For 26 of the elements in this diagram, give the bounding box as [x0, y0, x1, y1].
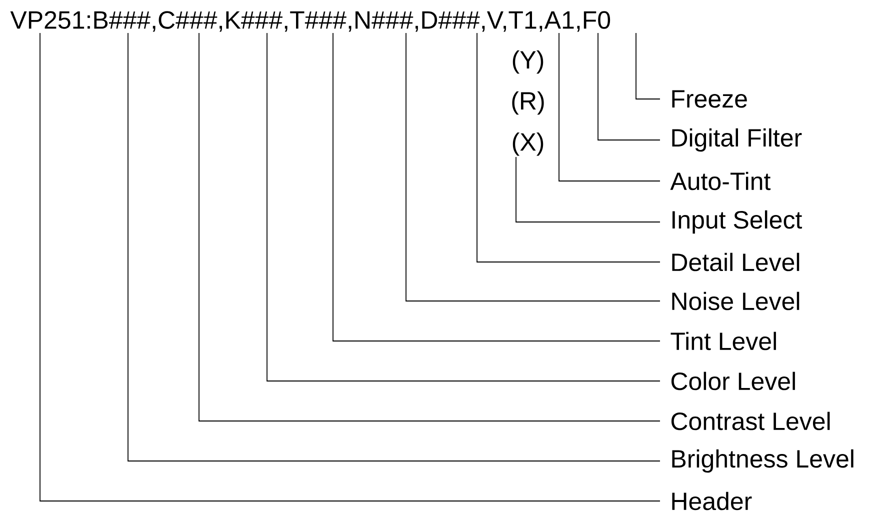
item-label: Brightness Level [672, 449, 854, 473]
leader-line [266, 32, 660, 382]
leader-line [40, 32, 660, 502]
option-letter: (R) [512, 91, 544, 115]
leader-line [128, 32, 660, 462]
item-label: Auto-Tint [670, 172, 770, 190]
item-label: Detail Level [672, 252, 800, 272]
item-label: Tint Level [670, 332, 776, 350]
command-string: VP251:B###,C###,K###,T###,N###,D###,V,T1,A1,F0 [10, 11, 610, 32]
leader-line [558, 32, 660, 182]
leader-line [332, 32, 660, 342]
leader-line [516, 156, 660, 222]
option-letter: (Y) [512, 50, 544, 74]
leader-line [198, 32, 660, 422]
item-label: Color Level [671, 372, 795, 390]
item-label: Header [672, 492, 752, 510]
leader-line [406, 32, 660, 302]
item-label: Input Select [672, 210, 802, 234]
leader-line [598, 32, 660, 140]
leader-line [636, 32, 660, 100]
item-label: Freeze [672, 90, 747, 108]
option-letter: (X) [512, 132, 544, 156]
item-label: Digital Filter [672, 128, 802, 152]
item-label: Contrast Level [671, 412, 830, 430]
leader-line [476, 32, 660, 262]
item-label: Noise Level [672, 292, 800, 310]
